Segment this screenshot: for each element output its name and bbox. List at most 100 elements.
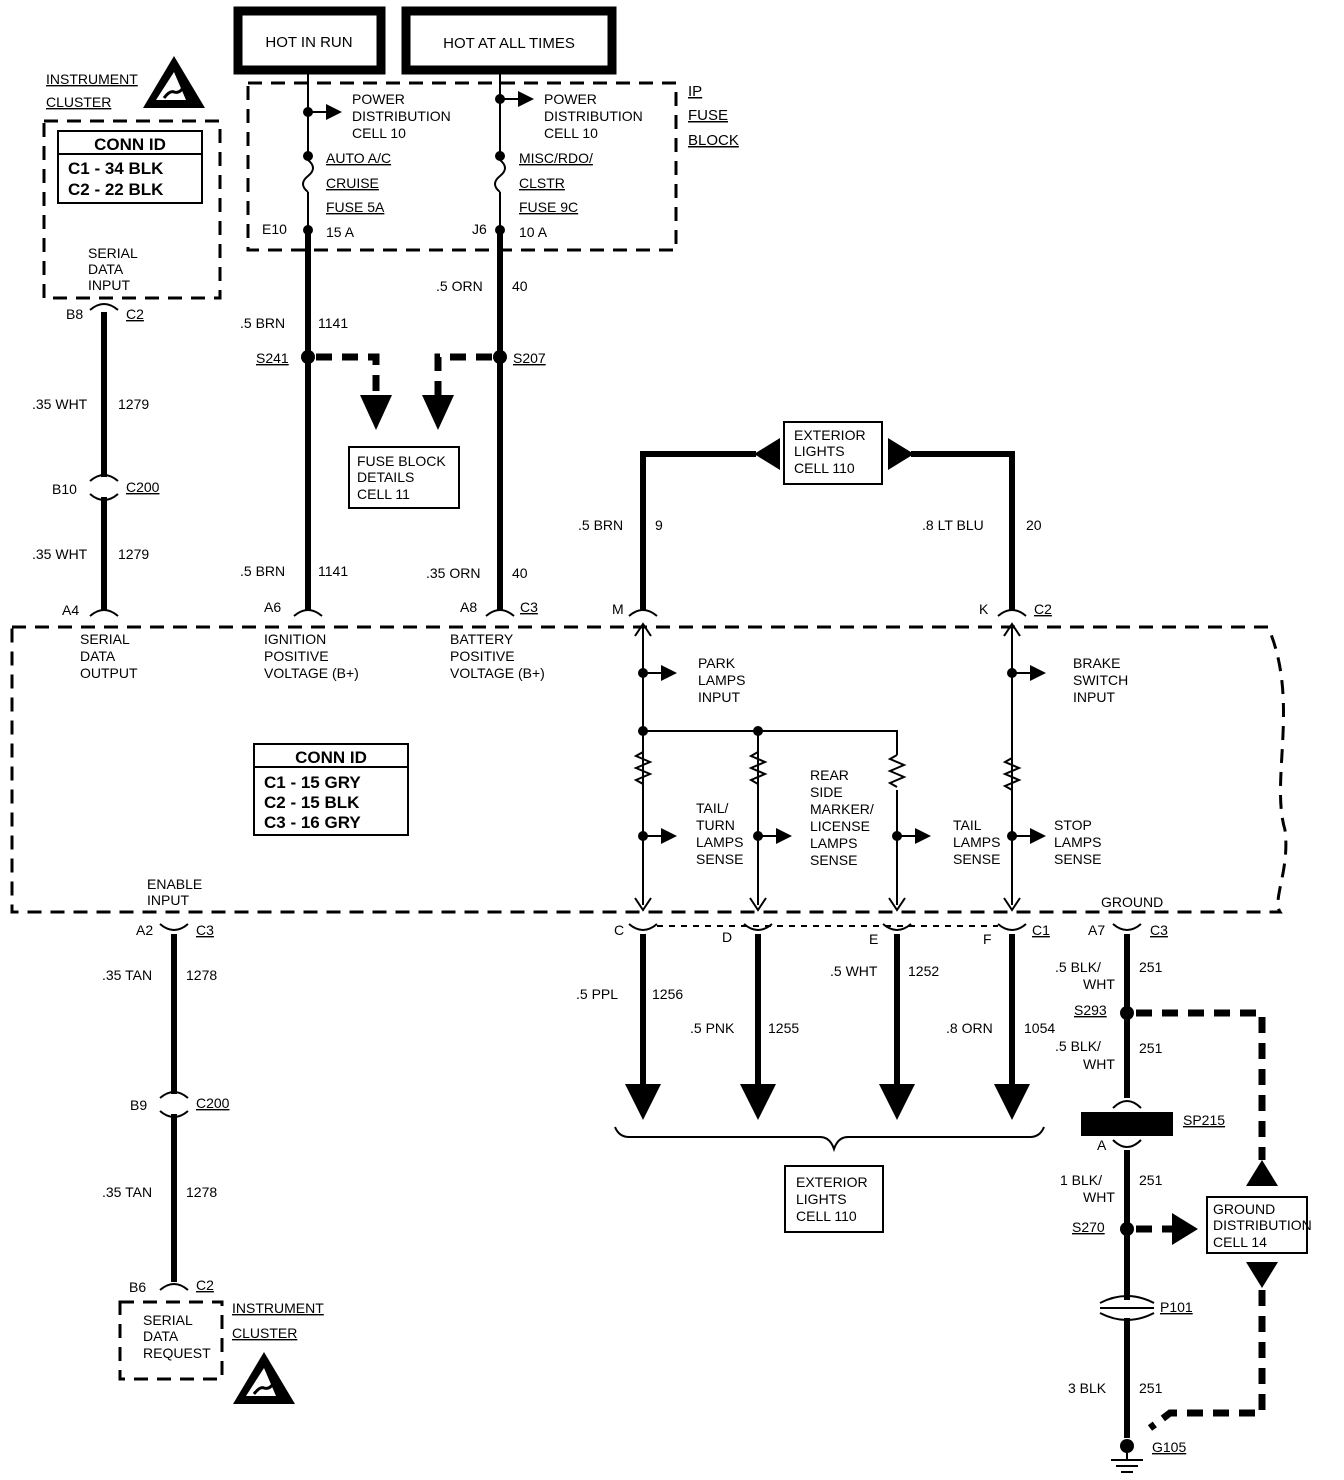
pin-a4: A4 SERIAL DATA OUTPUT <box>62 602 138 681</box>
wire-1279-a-circuit: 1279 <box>118 396 149 412</box>
pin-a8: A8 C3 BATTERY POSITIVE VOLTAGE (B+) <box>450 599 545 681</box>
ic-bottom-label-2: CLUSTER <box>232 1325 297 1341</box>
wire-251-b-gauge-2: WHT <box>1083 1056 1115 1072</box>
fuse-right-name-1: MISC/RDO/ <box>519 150 593 166</box>
ignition-wire-1141: .5 BRN 1141 S241 .5 BRN 1141 <box>240 230 348 610</box>
pin-a4-fn-3: OUTPUT <box>80 665 138 681</box>
fuse-right-pd-1: POWER <box>544 91 597 107</box>
splice-s293: S293 <box>1074 1002 1107 1018</box>
pin-m-label: M <box>612 601 624 617</box>
ext-bottom-1: EXTERIOR <box>796 1174 868 1190</box>
hot-at-all-times-label: HOT AT ALL TIMES <box>443 35 575 52</box>
tail-turn-4: SENSE <box>696 851 743 867</box>
wire-251-a-circuit: 251 <box>1139 959 1163 975</box>
module-conn-id-title: CONN ID <box>295 748 367 767</box>
splice-pack-sp215: SP215 <box>1183 1112 1225 1128</box>
ic-bottom-label-1: INSTRUMENT <box>232 1300 324 1316</box>
rear-side-3: MARKER/ <box>810 801 874 817</box>
module-conn-id-2: C2 - 15 BLK <box>264 793 360 812</box>
ip-fuse-block-label-1: IP <box>688 83 702 100</box>
fuse-left-pd-1: POWER <box>352 91 405 107</box>
pin-a7-connector: C3 <box>1150 922 1168 938</box>
pin-a6-fn-3: VOLTAGE (B+) <box>264 665 359 681</box>
wire-1141-b-circuit: 1141 <box>318 563 348 579</box>
fuse-right-name-3: FUSE 9C <box>519 199 578 215</box>
module-bottom-pins: A2 C3 C D E F C1 A7 C3 <box>136 922 1168 947</box>
ic-bottom-fn-2: DATA <box>143 1328 179 1344</box>
brake-input-2: SWITCH <box>1073 672 1128 688</box>
ground-dist-3: CELL 14 <box>1213 1234 1267 1250</box>
fbd-1: FUSE BLOCK <box>357 453 446 469</box>
tail-2: LAMPS <box>953 834 1000 850</box>
wire-1141-a-gauge: .5 BRN <box>240 315 285 331</box>
fuse-auto-ac-cruise: POWER DISTRIBUTION CELL 10 AUTO A/C CRUI… <box>262 70 451 240</box>
ip-fuse-block-label-2: FUSE <box>688 107 728 124</box>
wire-251-c-gauge-2: WHT <box>1083 1189 1115 1205</box>
wire-251-a-gauge-1: .5 BLK/ <box>1055 959 1101 975</box>
enable-input-1: ENABLE <box>147 876 202 892</box>
pin-a8-connector: C3 <box>520 599 538 615</box>
ground-label: GROUND <box>1101 894 1163 910</box>
wire-1279-a-gauge: .35 WHT <box>32 396 88 412</box>
fuse-left-name-3: FUSE 5A <box>326 199 385 215</box>
wire-20-gauge: .8 LT BLU <box>922 517 984 533</box>
stop-1: STOP <box>1054 817 1092 833</box>
fuse-block-details-ref: FUSE BLOCK DETAILS CELL 11 <box>316 353 492 509</box>
wire-1255-gauge: .5 PNK <box>690 1020 735 1036</box>
ground-path: .5 BLK/ WHT 251 S293 .5 BLK/ WHT 251 A S… <box>1055 934 1312 1473</box>
ext-top-2: LIGHTS <box>794 443 845 459</box>
brake-input-3: INPUT <box>1073 689 1115 705</box>
wire-1278-b-gauge: .35 TAN <box>102 1184 152 1200</box>
esd-warning-icon <box>143 56 205 108</box>
enable-input-2: INPUT <box>147 892 189 908</box>
tail-turn-2: TURN <box>696 817 735 833</box>
pin-a8-label: A8 <box>460 599 477 615</box>
pin-a4-label: A4 <box>62 602 79 618</box>
wire-1255-circuit: 1255 <box>768 1020 799 1036</box>
ext-top-1: EXTERIOR <box>794 427 866 443</box>
ic-top-pin-fn-1: SERIAL <box>88 245 138 261</box>
pin-a2-connector: C3 <box>196 922 214 938</box>
fuse-right-pd-2: DISTRIBUTION <box>544 108 643 124</box>
rear-side-4: LICENSE <box>810 818 870 834</box>
exterior-lights-top-loop: EXTERIOR LIGHTS CELL 110 .5 BRN 9 .8 LT … <box>578 421 1042 610</box>
fuse-left-terminal: E10 <box>262 221 287 237</box>
ip-fuse-block-label-3: BLOCK <box>688 132 739 149</box>
ground-dist-2: DISTRIBUTION <box>1213 1217 1312 1233</box>
lighting-control-module: A4 SERIAL DATA OUTPUT A6 IGNITION POSITI… <box>10 599 1288 914</box>
park-input-3: INPUT <box>698 689 740 705</box>
pin-k: K C2 <box>979 601 1052 637</box>
wire-1278-a-circuit: 1278 <box>186 967 217 983</box>
output-wires: .5 PPL 1256 .5 PNK 1255 .5 WHT 1252 .8 O… <box>576 934 1055 1233</box>
pin-a6: A6 IGNITION POSITIVE VOLTAGE (B+) <box>264 599 359 681</box>
ic-top-pin-fn-3: INPUT <box>88 277 130 293</box>
fuse-right-terminal: J6 <box>472 221 487 237</box>
esd-warning-icon <box>233 1352 295 1404</box>
wire-9-circuit: 9 <box>655 517 663 533</box>
hot-in-run-box: HOT IN RUN <box>233 6 386 75</box>
pin-a2-label: A2 <box>136 922 153 938</box>
instrument-cluster-bottom: SERIAL DATA REQUEST INSTRUMENT CLUSTER <box>118 1300 324 1404</box>
pin-k-connector: C2 <box>1034 601 1052 617</box>
tail-turn-1: TAIL/ <box>696 800 729 816</box>
pin-b8: B8 <box>66 306 83 322</box>
module-conn-id-3: C3 - 16 GRY <box>264 813 361 832</box>
hot-at-all-times-box: HOT AT ALL TIMES <box>401 6 617 75</box>
pin-d-label: D <box>722 929 732 945</box>
park-input-1: PARK <box>698 655 736 671</box>
wire-1256-circuit: 1256 <box>652 986 683 1002</box>
module-conn-id: CONN ID C1 - 15 GRY C2 - 15 BLK C3 - 16 … <box>253 743 409 836</box>
ext-top-3: CELL 110 <box>794 460 855 476</box>
hot-in-run-label: HOT IN RUN <box>265 34 352 51</box>
wire-20-circuit: 20 <box>1026 517 1042 533</box>
fuse-left-pd-3: CELL 10 <box>352 125 406 141</box>
ext-bottom-3: CELL 110 <box>796 1208 857 1224</box>
pin-k-label: K <box>979 601 989 617</box>
splice-s241: S241 <box>256 350 289 366</box>
pin-a6-label: A6 <box>264 599 281 615</box>
fuse-right-name-2: CLSTR <box>519 175 565 191</box>
stop-3: SENSE <box>1054 851 1101 867</box>
c200-bottom-connector: C200 <box>196 1095 230 1111</box>
ground-g105: G105 <box>1152 1439 1186 1455</box>
wire-1256-gauge: .5 PPL <box>576 986 618 1002</box>
